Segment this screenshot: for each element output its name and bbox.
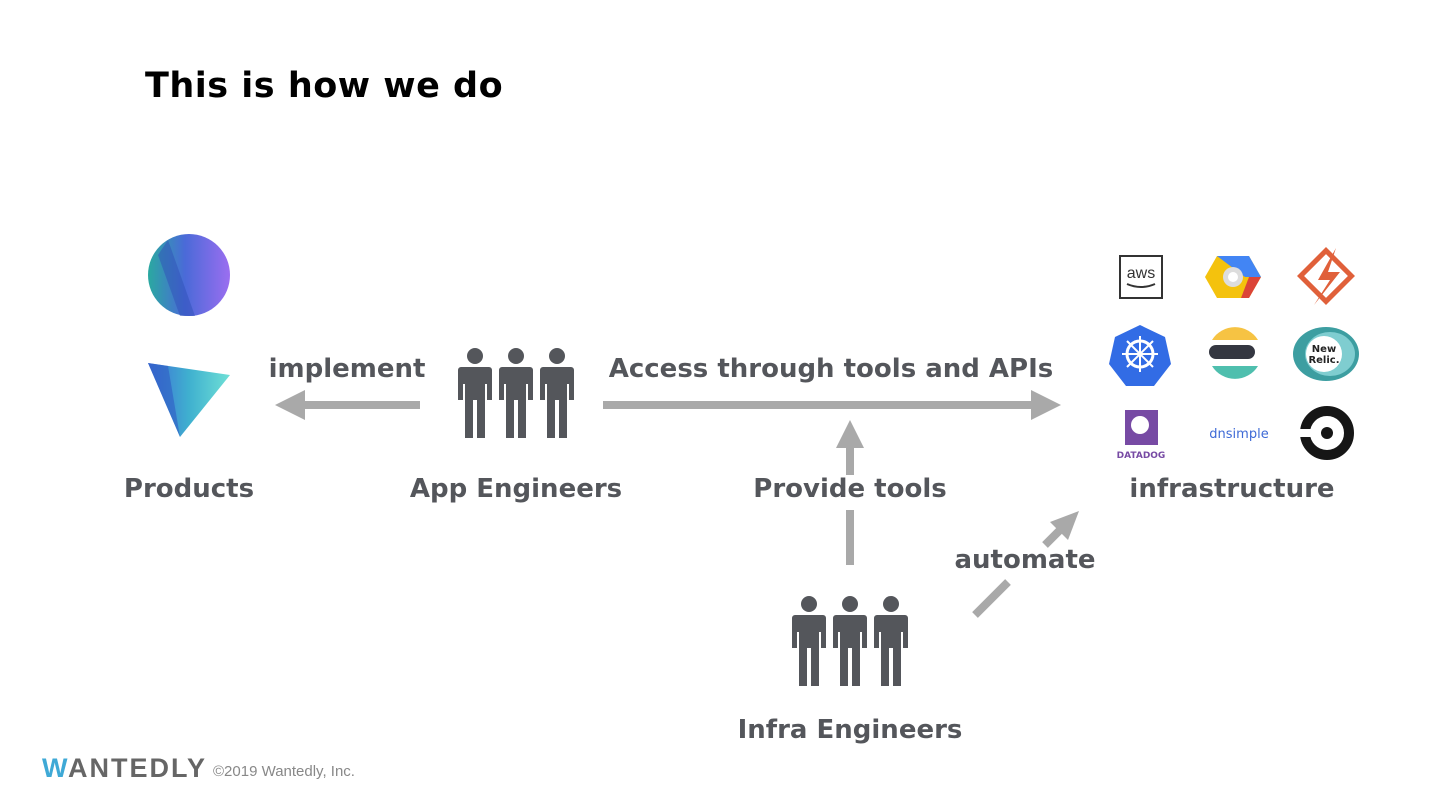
infrastructure-label: infrastructure	[1129, 474, 1335, 504]
page-title: This is how we do	[145, 66, 504, 106]
infra-engineers-icon	[792, 596, 908, 686]
kubernetes-logo	[1109, 325, 1171, 386]
automate-arrow	[972, 511, 1079, 618]
provide-tools-label: Provide tools	[753, 474, 947, 504]
implement-label: implement	[268, 354, 426, 384]
app-engineers-icon	[458, 348, 574, 438]
app-engineers-label: App Engineers	[409, 474, 623, 504]
provide-tools-arrow	[836, 420, 864, 565]
access-label: Access through tools and APIs	[608, 354, 1054, 384]
infra-engineers-label: Infra Engineers	[737, 715, 963, 745]
gcp-logo	[1205, 256, 1261, 298]
wantedly-logo: WANTEDLY	[42, 753, 208, 783]
svg-text:New: New	[1312, 344, 1336, 355]
svg-text:aws: aws	[1127, 265, 1155, 282]
product-triangle-logo	[148, 363, 230, 437]
products-label: Products	[123, 474, 255, 504]
product-circle-logo	[148, 234, 230, 316]
copyright: ©2019 Wantedly, Inc.	[213, 763, 355, 780]
circleci-logo	[1300, 406, 1354, 460]
svg-text:DATADOG: DATADOG	[1117, 451, 1166, 461]
svg-text:Relic.: Relic.	[1308, 355, 1339, 366]
automate-label: automate	[954, 545, 1096, 575]
dnsimple-logo: dnsimple	[1209, 427, 1268, 442]
lightning-logo	[1297, 247, 1355, 305]
datadog-logo: DATADOG	[1117, 410, 1166, 461]
access-arrow	[603, 390, 1061, 420]
elastic-logo	[1209, 327, 1258, 379]
implement-arrow	[275, 390, 420, 420]
aws-logo: aws	[1119, 255, 1163, 299]
